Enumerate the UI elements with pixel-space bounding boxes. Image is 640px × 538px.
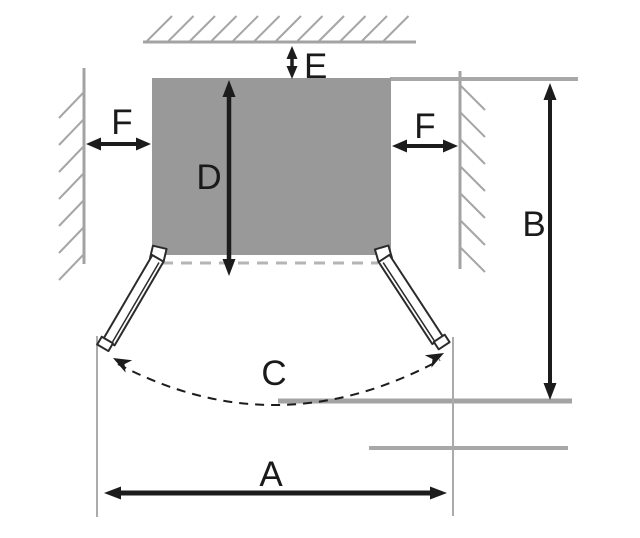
dimension-e-arrow [286, 46, 298, 79]
dimension-label-e: E [304, 47, 327, 86]
right-door-open [373, 244, 451, 351]
dimension-label-d: D [196, 158, 221, 197]
dimension-f-left-arrow [86, 137, 151, 151]
left-door-tip-cap [96, 335, 114, 353]
left-wall-hatching [58, 91, 85, 281]
left-wall [58, 68, 86, 281]
dimension-label-f-left: F [111, 103, 132, 142]
right-wall-hatching [459, 84, 486, 273]
dimension-f-right-arrow [392, 139, 458, 153]
left-door-open [96, 244, 168, 353]
dimension-c-arc [113, 353, 444, 406]
dimension-label-c: C [261, 354, 286, 393]
top-wall-hatching [146, 15, 410, 42]
left-door-edge-line [111, 262, 160, 343]
top-wall [143, 15, 416, 44]
right-wall [458, 71, 486, 273]
right-door-panel [377, 253, 445, 345]
dimension-b-arrow [543, 83, 557, 400]
dimension-label-b: B [522, 205, 545, 244]
dimension-label-a: A [259, 455, 283, 494]
left-door-panel [102, 254, 165, 347]
dimension-label-f-right: F [414, 107, 435, 146]
dimension-d-arrow [222, 80, 236, 276]
right-door-tip-cap [432, 333, 451, 351]
cabinet-body [152, 78, 391, 255]
dimension-a-arrow [104, 486, 447, 500]
right-door-edge-line [382, 262, 435, 341]
